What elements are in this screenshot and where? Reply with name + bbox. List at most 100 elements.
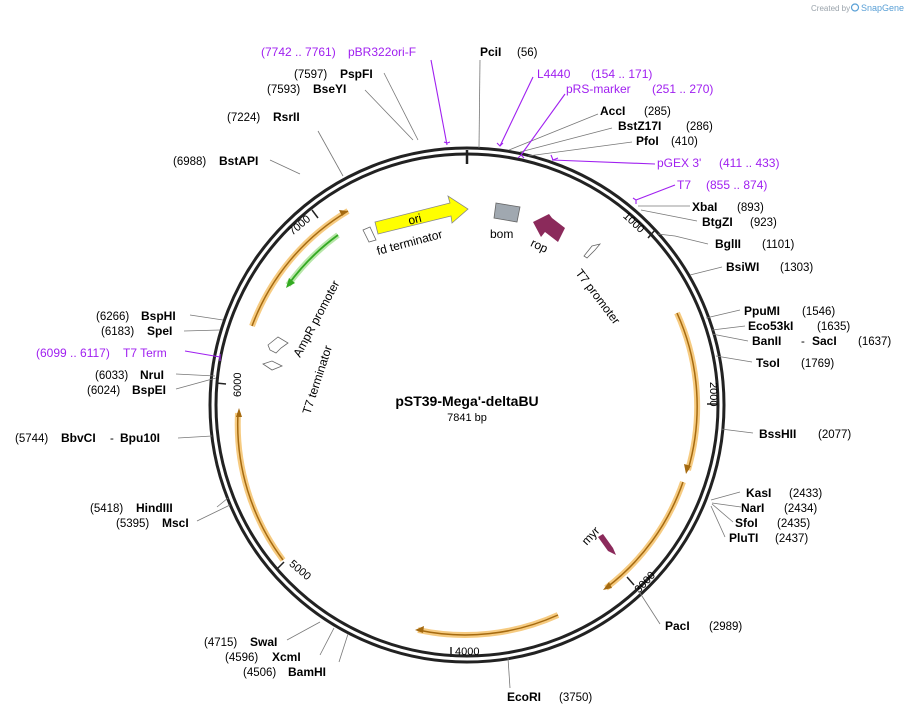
enzyme-nrui[interactable]: (6033)NruI: [95, 368, 164, 382]
enzyme-xcmi[interactable]: (4596)XcmI: [225, 650, 301, 664]
enzyme-sfoi[interactable]: SfoI(2435): [735, 516, 810, 530]
enzyme-separator: -: [110, 433, 114, 445]
primer-range: (7742 .. 7761): [261, 45, 336, 59]
enzyme-position: (6988): [173, 156, 206, 168]
primer-range: (154 .. 171): [591, 67, 652, 81]
tick-6000: [215, 382, 227, 385]
enzyme-name: PfoI: [636, 134, 659, 148]
enzyme-name: BstAPI: [219, 154, 258, 168]
enzyme-banii-saci[interactable]: BanII-SacI(1637): [752, 334, 891, 348]
enzyme-pluti[interactable]: PluTI(2437): [729, 531, 808, 545]
enzyme-position: (6033): [95, 370, 128, 382]
enzyme-name: SwaI: [250, 635, 277, 649]
enzyme-bseyi[interactable]: (7593)BseYI: [267, 82, 346, 96]
enzyme-position: (3750): [559, 692, 592, 704]
enzyme-position: (6183): [101, 326, 134, 338]
enzyme-position: (410): [671, 136, 698, 148]
enzyme-eco53ki[interactable]: Eco53kI(1635): [748, 319, 850, 333]
tick-label-5000: 5000: [287, 558, 313, 583]
enzyme-tsoi[interactable]: TsoI(1769): [756, 356, 834, 370]
enzyme-ppumi[interactable]: PpuMI (1546): [744, 304, 835, 318]
ori-label: ori: [407, 211, 423, 228]
enzyme-bspei[interactable]: (6024)BspEI: [87, 383, 166, 397]
enzyme-position: (1101): [762, 239, 795, 251]
primer-l4440[interactable]: L4440 (154 .. 171): [537, 67, 652, 81]
primer-t7-term[interactable]: (6099 .. 6117)T7 Term: [36, 346, 167, 360]
enzyme-btgzi[interactable]: BtgZI(923): [702, 215, 777, 229]
enzyme-position: (2989): [709, 621, 742, 633]
enzyme-name: BstZ17I: [618, 119, 661, 133]
enzyme-name: BtgZI: [702, 215, 733, 229]
plasmid-length: 7841 bp: [447, 412, 487, 424]
enzyme-position: (1546): [802, 306, 835, 318]
primer-t7[interactable]: T7 (855 .. 874): [677, 178, 767, 192]
plasmid-name: pST39-Mega'-deltaBU: [395, 393, 538, 409]
enzyme-xbai[interactable]: XbaI (893): [692, 200, 764, 214]
enzyme-position: (5418): [90, 503, 123, 515]
enzyme-position: (7224): [227, 112, 260, 124]
enzyme-name: BanII: [752, 334, 781, 348]
enzyme-paci[interactable]: PacI(2989): [665, 619, 742, 633]
backbone-outer-ring: [208, 146, 726, 664]
enzyme-bstz17i[interactable]: BstZ17I (286): [618, 119, 713, 133]
enzyme-name: PpuMI: [744, 304, 780, 318]
enzyme-labels: PciI(56) AccI(285) BstZ17I (286) PfoI (410…: [15, 45, 891, 704]
enzyme-name: AccI: [600, 104, 625, 118]
enzyme-name: TsoI: [756, 356, 780, 370]
enzyme-nari[interactable]: NarI(2434): [741, 501, 817, 515]
enzyme-position: (2434): [784, 503, 817, 515]
enzyme-position: (2077): [818, 429, 851, 441]
primer-leader-lines: [184, 59, 676, 361]
myr-label: myr: [579, 524, 603, 548]
primer-range: (855 .. 874): [706, 178, 767, 192]
enzyme-acci[interactable]: AccI(285): [600, 104, 671, 118]
enzyme-pspfi[interactable]: (7597)PspFI: [294, 67, 373, 81]
enzyme-hindiii[interactable]: (5418) HindIII: [90, 501, 173, 515]
primer-name: T7: [677, 178, 691, 192]
enzyme-name: XbaI: [692, 200, 717, 214]
enzyme-bbvci-bpu10i[interactable]: (5744)BbvCI-Bpu10I: [15, 431, 160, 445]
ampr-promoter-label: AmpR promoter: [290, 278, 342, 359]
snapgene-branding: Created by SnapGene: [811, 3, 904, 13]
enzyme-kasi[interactable]: KasI(2433): [746, 486, 822, 500]
enzyme-bstapi[interactable]: (6988) BstAPI: [173, 154, 258, 168]
enzyme-name: PluTI: [729, 531, 758, 545]
enzyme-name: Eco53kI: [748, 319, 793, 333]
bom-feature: bom: [490, 202, 521, 241]
enzyme-position: (5744): [15, 433, 48, 445]
enzyme-name: HindIII: [136, 501, 173, 515]
enzyme-bsiwi[interactable]: BsiWI(1303): [726, 260, 813, 274]
enzyme-bglii[interactable]: BglII(1101): [715, 237, 795, 251]
enzyme-msci[interactable]: (5395)MscI: [116, 516, 189, 530]
enzyme-name: BspHI: [141, 309, 176, 323]
enzyme-ecori[interactable]: EcoRI(3750): [507, 690, 592, 704]
primer-name: L4440: [537, 67, 571, 81]
primer-range: (411 .. 433): [719, 156, 779, 170]
enzyme-name-2: SacI: [812, 334, 837, 348]
enzyme-leader-lines: [175, 59, 754, 689]
tick-5000: [276, 561, 285, 570]
tick-1000: [647, 229, 656, 239]
enzyme-pcii[interactable]: PciI(56): [480, 45, 538, 59]
primer-pbr322ori-f[interactable]: (7742 .. 7761)pBR322ori-F: [261, 45, 416, 59]
primer-prs-marker[interactable]: pRS-marker(251 .. 270): [566, 82, 713, 96]
enzyme-rsrii[interactable]: (7224)RsrII: [227, 110, 300, 124]
enzyme-name: KasI: [746, 486, 771, 500]
enzyme-spei[interactable]: (6183)SpeI: [101, 324, 172, 338]
primer-name: pGEX 3': [657, 156, 701, 170]
primer-pgex3[interactable]: pGEX 3' (411 .. 433): [657, 156, 779, 170]
enzyme-position: (6024): [87, 385, 120, 397]
enzyme-position: (4715): [204, 637, 237, 649]
enzyme-position: (286): [686, 121, 713, 133]
enzyme-pfoi[interactable]: PfoI (410): [636, 134, 698, 148]
tick-3000: [626, 576, 635, 586]
enzyme-bsshii[interactable]: BssHII(2077): [759, 427, 851, 441]
enzyme-position: (5395): [116, 518, 149, 530]
enzyme-name: BamHI: [288, 665, 326, 679]
enzyme-swai[interactable]: (4715) SwaI: [204, 635, 277, 649]
enzyme-position: (893): [737, 202, 764, 214]
t7-promoter-label: T7 promoter: [573, 266, 624, 327]
enzyme-position: (7597): [294, 69, 327, 81]
enzyme-bamhi[interactable]: (4506)BamHI: [243, 665, 326, 679]
enzyme-bsphi[interactable]: (6266)BspHI: [96, 309, 176, 323]
